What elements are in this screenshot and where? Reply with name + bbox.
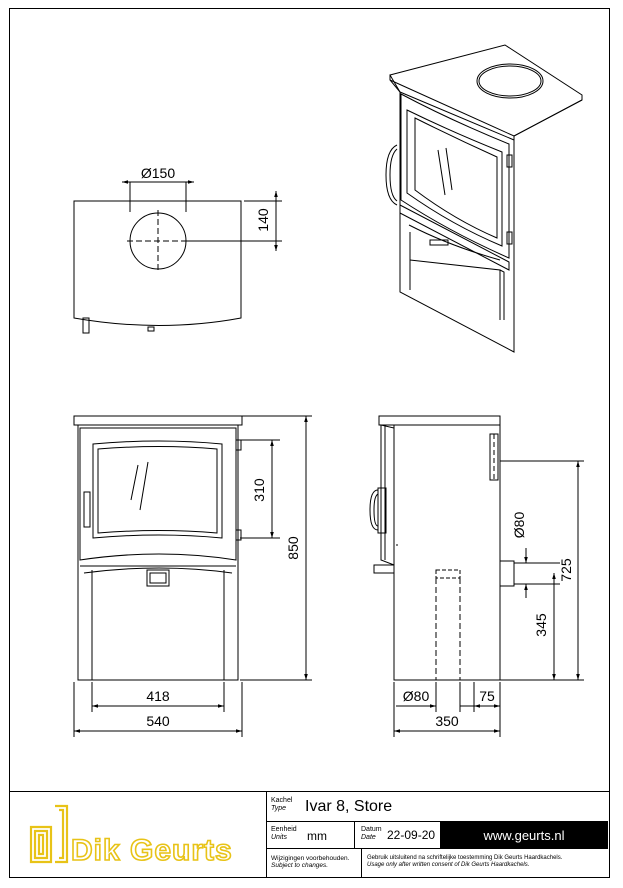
type-value: Ivar 8, Store (305, 798, 393, 815)
drawing-frame (9, 8, 610, 878)
units-value: mm (307, 829, 327, 843)
dim-flue-height: 725 (558, 558, 574, 582)
date-value: 22-09-20 (387, 828, 436, 842)
consent-note-en: Usage only after written consent of Dik … (367, 862, 530, 868)
side-view (369, 415, 584, 737)
eenheid-label: Eenheid (271, 826, 297, 833)
changes-note-en: Subject to changes. (271, 862, 329, 869)
units-label: Units (271, 834, 287, 841)
title-block: Dik Geurts Kachel Type Ivar 8, Store Een… (9, 791, 610, 878)
dim-total-width: 540 (146, 713, 170, 729)
kachel-label: Kachel (271, 797, 293, 804)
type-row: Kachel Type Ivar 8, Store (267, 792, 608, 822)
dim-top-diameter: Ø150 (141, 165, 175, 181)
dim-bottom-diameter: Ø80 (403, 688, 430, 704)
dim-top-depth: 140 (255, 208, 271, 232)
website-link[interactable]: www.geurts.nl (440, 822, 608, 849)
front-view (73, 415, 312, 737)
units-date-row: Eenheid Units mm Datum Date 22-09-20 www… (267, 822, 608, 849)
dim-total-height: 850 (285, 536, 301, 560)
consent-note-nl: Gebruik uitsluitend na schriftelijke toe… (367, 855, 563, 861)
dim-rear-offset: 75 (479, 688, 495, 704)
changes-note-nl: Wijzigingen voorbehouden. (271, 855, 350, 862)
brand-logo: Dik Geurts (9, 792, 267, 877)
top-view (73, 180, 282, 334)
dim-inner-width: 418 (146, 688, 170, 704)
logo-text: Dik Geurts (71, 834, 233, 867)
logo-mark-icon (29, 804, 69, 864)
dim-rear-inlet-height: 345 (533, 613, 549, 637)
datum-label: Datum (361, 826, 382, 833)
dim-door-height: 310 (251, 478, 267, 502)
dim-flue-diameter: Ø80 (511, 512, 527, 539)
isometric-view (385, 44, 583, 353)
type-label: Type (271, 805, 287, 812)
notes-row: Wijzigingen voorbehouden. Subject to cha… (267, 849, 608, 877)
dim-total-depth: 350 (435, 713, 459, 729)
date-label: Date (361, 834, 376, 841)
